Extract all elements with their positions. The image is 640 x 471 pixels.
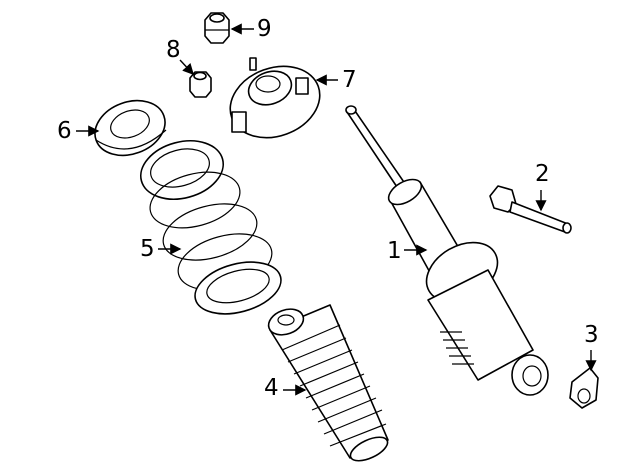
callout-8: 8 [166,37,181,63]
callout-1: 1 [387,238,402,264]
part-9-nut[interactable] [204,12,230,44]
callout-arrows [76,23,597,396]
callout-9: 9 [257,16,272,42]
callout-2: 2 [535,161,550,187]
callout-5: 5 [140,236,155,262]
callout-7: 7 [342,67,357,93]
callout-3: 3 [584,322,599,348]
callout-6: 6 [57,118,72,144]
part-2-bolt[interactable] [489,185,572,234]
part-3-nut[interactable] [569,367,599,409]
part-1-shock-absorber[interactable] [345,105,549,396]
part-7-upper-mount[interactable] [220,54,330,149]
part-5-coil-spring[interactable] [134,132,287,322]
part-6-spring-seat[interactable] [87,91,172,164]
part-8-nut[interactable] [189,71,212,98]
part-4-dust-boot[interactable] [265,304,391,466]
callout-4: 4 [264,375,279,401]
